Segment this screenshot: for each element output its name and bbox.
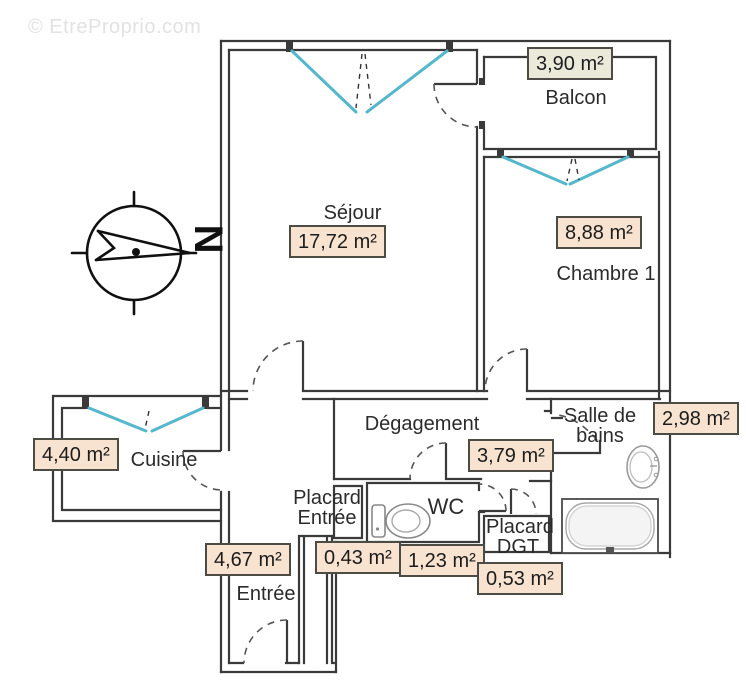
sink-icon bbox=[626, 445, 660, 489]
door-cuisine-arc bbox=[182, 450, 222, 491]
door-balcon-arc bbox=[433, 83, 478, 128]
area-box-cuisine: 4,40 m² bbox=[33, 438, 119, 471]
walls bbox=[51, 39, 672, 674]
area-box-degagement: 3,79 m² bbox=[468, 439, 554, 472]
door-chambre-arc bbox=[484, 348, 528, 392]
door-leaves bbox=[183, 82, 529, 663]
room-label-wc: WC bbox=[427, 494, 465, 519]
area-box-wc: 1,23 m² bbox=[399, 544, 485, 577]
door-placard-dgt-arc bbox=[510, 488, 537, 515]
area-box-balcon: 3,90 m² bbox=[527, 47, 613, 80]
door-sdb-arc bbox=[557, 414, 598, 441]
room-label-placard-dgt: Placard DGT bbox=[486, 516, 554, 559]
watermark: © EtreProprio.com bbox=[28, 16, 202, 38]
area-box-salle-de-bains: 2,98 m² bbox=[653, 402, 739, 435]
room-label-degagement: Dégagement bbox=[364, 413, 480, 435]
room-label-chambre1: Chambre 1 bbox=[556, 263, 656, 285]
window-center-ticks bbox=[144, 53, 580, 430]
window-symbols bbox=[87, 49, 630, 433]
window-cuisine-left bbox=[87, 406, 148, 433]
door-entree-arc bbox=[243, 619, 288, 664]
area-box-placard-entree: 0,43 m² bbox=[315, 541, 401, 574]
compass-north-letter: N bbox=[186, 225, 230, 254]
area-box-sejour: 17,72 m² bbox=[289, 225, 386, 258]
room-label-placard-entree: Placard Entrée bbox=[293, 487, 361, 530]
window-sejour-right bbox=[365, 49, 449, 114]
area-box-entree: 4,67 m² bbox=[205, 543, 291, 576]
room-label-balcon: Balcon bbox=[545, 87, 607, 109]
room-label-sejour: Séjour bbox=[323, 202, 382, 224]
area-box-placard-dgt: 0,53 m² bbox=[477, 562, 563, 595]
wall-posts bbox=[82, 41, 634, 409]
window-sejour-left bbox=[290, 49, 358, 114]
window-chambre-right bbox=[568, 155, 630, 186]
window-cuisine-right bbox=[150, 406, 205, 433]
compass-rose-icon: N bbox=[70, 190, 230, 316]
window-chambre-left bbox=[501, 155, 568, 186]
door-sejour-arc bbox=[252, 340, 304, 392]
door-wc-arc bbox=[409, 442, 447, 480]
room-label-salle-de-bains: Salle de bains bbox=[563, 405, 637, 448]
bathtub-icon bbox=[561, 498, 659, 554]
door-arcs bbox=[182, 83, 598, 664]
toilet-icon bbox=[371, 503, 431, 539]
area-box-chambre1: 8,88 m² bbox=[556, 216, 642, 249]
room-label-entree: Entrée bbox=[236, 583, 296, 605]
door-lobby-arc bbox=[478, 483, 507, 512]
room-label-cuisine: Cuisine bbox=[130, 449, 198, 471]
